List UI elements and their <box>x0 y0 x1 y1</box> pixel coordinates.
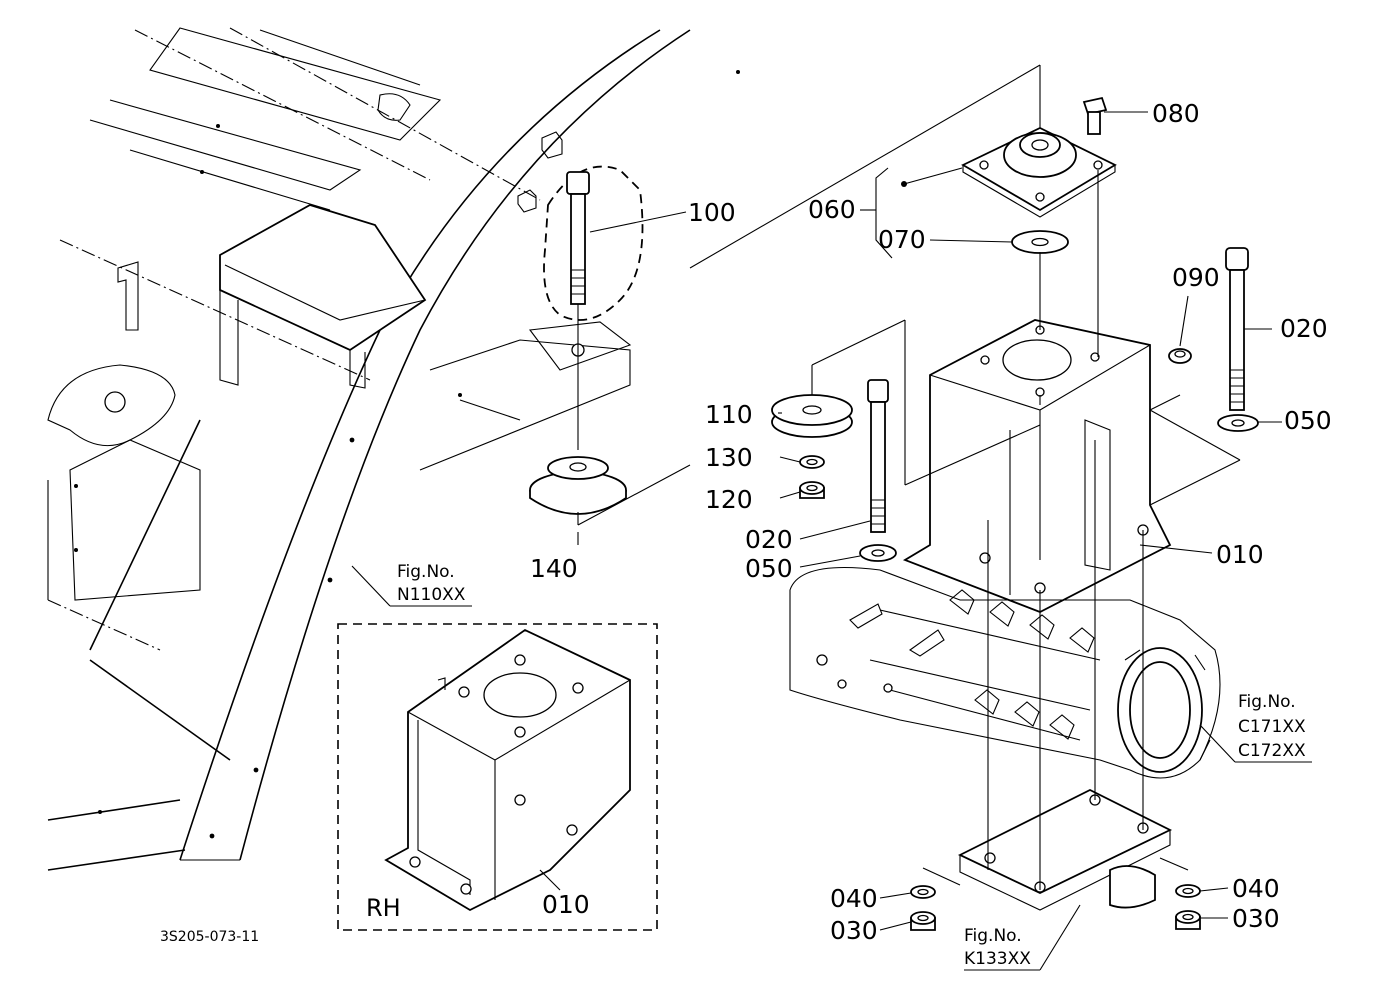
washer-130 <box>799 455 825 469</box>
label-020-left: 020 <box>745 525 793 554</box>
nut-090 <box>1168 348 1192 364</box>
bracket-010 <box>902 319 1172 613</box>
label-070: 070 <box>878 225 926 254</box>
label-010: 010 <box>1216 540 1264 569</box>
label-130: 130 <box>705 443 753 472</box>
washer-050-top <box>1217 414 1259 432</box>
leader-lines <box>351 111 1312 971</box>
label-030-left: 030 <box>830 916 878 945</box>
label-110: 110 <box>705 400 753 429</box>
mount-060 <box>961 126 1117 218</box>
label-030-right: 030 <box>1232 904 1280 933</box>
inset-rh-label: RH <box>366 894 401 922</box>
fig-ref-n110-label: Fig.No. <box>397 562 455 582</box>
explosion-lines <box>577 64 1241 890</box>
cushion-140 <box>529 456 627 515</box>
label-080: 080 <box>1152 99 1200 128</box>
drawing-code: 3S205-073-11 <box>160 929 259 945</box>
bolt-020-top <box>1225 247 1249 411</box>
fig-ref-c171-number: C171XX <box>1238 717 1306 737</box>
rivet-dots <box>74 70 740 839</box>
label-140: 140 <box>530 554 578 583</box>
fig-ref-c172-number: C172XX <box>1238 741 1306 761</box>
chassis-frame-drawing <box>47 27 740 871</box>
label-020-top: 020 <box>1280 314 1328 343</box>
washer-050-left <box>859 544 897 562</box>
label-050-top: 050 <box>1284 406 1332 435</box>
fig-ref-n110-number: N110XX <box>397 585 466 605</box>
label-060: 060 <box>808 195 856 224</box>
fig-ref-k133-number: K133XX <box>964 949 1031 969</box>
label-120: 120 <box>705 485 753 514</box>
nut-030-right <box>1175 910 1201 930</box>
label-100: 100 <box>688 198 736 227</box>
label-090: 090 <box>1172 263 1220 292</box>
label-040-left: 040 <box>830 884 878 913</box>
bolt-100 <box>566 171 590 450</box>
fig-ref-k133-label: Fig.No. <box>964 926 1022 946</box>
bolt-080 <box>1082 96 1108 135</box>
label-050-left: 050 <box>745 554 793 583</box>
fig-ref-c171-label: Fig.No. <box>1238 692 1296 712</box>
label-010-rh: 010 <box>542 890 590 919</box>
lower-base-plate <box>957 788 1173 911</box>
washer-040-right <box>1175 884 1201 898</box>
nut-030-left <box>910 911 936 931</box>
washer-070 <box>1011 230 1069 254</box>
nut-120 <box>799 481 825 499</box>
inset-rh-box <box>337 623 658 931</box>
washer-040-left <box>910 885 936 899</box>
bolt-020-left <box>867 379 889 533</box>
cushion-110 <box>771 394 853 438</box>
housing-teeth <box>849 589 1095 740</box>
label-040-right: 040 <box>1232 874 1280 903</box>
axle-housing <box>789 566 1221 779</box>
